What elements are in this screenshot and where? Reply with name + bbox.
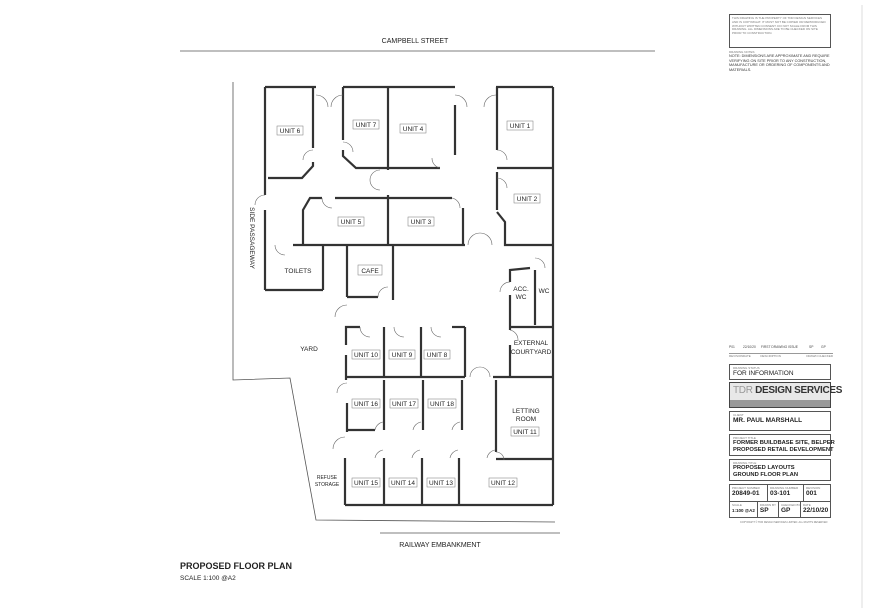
project-box: PROJECT TITLE FORMER BUILDBASE SITE, BEL… [729,434,835,456]
drawing-title-box: DRAWING TITLE PROPOSED LAYOUTS GROUND FL… [729,459,831,481]
side-passageway-label: SIDE PASSAGEWAY [248,207,255,269]
project-label: PROJECT TITLE [733,436,756,440]
logo-name: DESIGN SERVICES [755,385,843,396]
drawing-notes: DRAWING NOTES NOTE: DIMENSIONS ARE APPRO… [729,50,833,72]
status-value: FOR INFORMATION [733,370,794,377]
courtyard-label-2: COURTYARD [511,349,552,356]
status-label: DRAWING STATUS [733,366,760,370]
revision-value: 001 [806,490,817,497]
unit-6-label: UNIT 6 [280,128,301,135]
unit-5-label: UNIT 5 [341,219,362,226]
unit-10-label: UNIT 10 [354,352,378,359]
rev-checked: GP [821,345,826,349]
checked-value: GP [780,507,791,514]
client-box: CLIENT MR. PAUL MARSHALL [729,411,831,431]
revision-table: P01 22/10/20 FIRST DRAWING ISSUE SP GP R… [729,345,833,358]
notes-heading: DRAWING NOTES [729,50,755,54]
unit-15-label: UNIT 15 [354,480,378,487]
unit-12-label: UNIT 12 [491,480,515,487]
rev-date: 22/10/20 [743,345,756,349]
drawing-label: DRAWING TITLE [733,461,757,465]
checked-header: CHECKED [818,354,833,358]
courtyard-label-1: EXTERNAL [514,340,549,347]
letting-room-label-2: ROOM [516,416,536,423]
cafe-label: CAFE [361,268,379,275]
drawn-label: DRAWN BY [759,503,776,507]
acc-wc-label-2: WC [516,294,527,301]
unit-18-label: UNIT 18 [430,401,454,408]
unit-13-label: UNIT 13 [429,480,453,487]
drawing-line-2: GROUND FLOOR PLAN [733,472,799,478]
campbell-street-label: CAMPBELL STREET [382,38,449,45]
yard-label: YARD [300,346,318,353]
drawn-value: SP [759,507,769,514]
company-logo: TDR DESIGN SERVICES [729,382,842,408]
unit-8-label: UNIT 8 [427,352,448,359]
drawing-number-label: DRAWING NUMBER [770,486,799,490]
copyright-line: COPYRIGHT © TDR DESIGN SERVICES LIMITED.… [740,521,828,524]
date-label: DATE [802,503,811,507]
toilets-label: TOILETS [285,268,313,275]
copyright-notes-box: THIS DRAWING IS THE PROPERTY OF TDR DESI… [729,14,831,48]
room-labels: UNIT 6 UNIT 7 UNIT 4 UNIT 1 UNIT 2 UNIT … [276,119,552,488]
drawing-title: PROPOSED FLOOR PLAN [180,561,293,571]
revision-label: REVISION [806,486,821,490]
door-swings [254,94,546,461]
unit-3-label: UNIT 3 [411,219,432,226]
unit-9-label: UNIT 9 [392,352,413,359]
status-box: DRAWING STATUS FOR INFORMATION [729,364,831,380]
logo-prefix: TDR [733,385,753,396]
unit-16-label: UNIT 16 [354,401,378,408]
unit-14-label: UNIT 14 [391,480,415,487]
drawing-line-1: PROPOSED LAYOUTS [733,465,795,471]
scale-value: 1:100 @A2 [732,508,755,513]
railway-embankment-label: RAILWAY EMBANKMENT [399,542,481,549]
rev-header: REVISION [729,354,744,358]
project-line-1: FORMER BUILDBASE SITE, BELPER [733,440,835,446]
scale-label: SCALE [732,503,742,507]
unit-7-label: UNIT 7 [356,122,377,129]
unit-4-label: UNIT 4 [403,126,424,133]
date-value: 22/10/20 [802,507,829,514]
rev-value: P01 [729,345,735,349]
project-line-2: PROPOSED RETAIL DEVELOPMENT [733,447,834,453]
drawing-number: 03-101 [770,490,791,497]
unit-2-label: UNIT 2 [517,196,538,203]
checked-label: CHECKED BY [780,503,801,507]
walls [263,85,555,507]
refuse-label: REFUSE [317,475,338,481]
client-label: CLIENT [733,413,744,417]
wc-label: WC [539,288,550,295]
unit-11-label: UNIT 11 [513,429,537,436]
drawn-header: DRAWN [806,354,818,358]
letting-room-label-1: LETTING [512,408,539,415]
unit-17-label: UNIT 17 [392,401,416,408]
project-number: 20849-01 [732,490,760,497]
dimensions-note: NOTE: DIMENSIONS ARE APPROXIMATE AND REQ… [729,54,830,72]
storage-label: STORAGE [315,482,340,488]
description-header: DESCRIPTION [760,354,781,358]
acc-wc-label-1: ACC. [513,286,529,293]
drawing-scale: SCALE 1:100 @A2 [180,575,236,582]
rev-drawn: SP [809,345,814,349]
site-boundary [232,82,556,523]
unit-1-label: UNIT 1 [510,123,531,130]
rev-description: FIRST DRAWING ISSUE [761,345,799,349]
notes-text: THIS DRAWING IS THE PROPERTY OF TDR DESI… [732,16,826,36]
client-value: MR. PAUL MARSHALL [733,417,803,424]
project-number-label: PROJECT NUMBER [732,486,760,490]
date-header: DATE [743,354,751,358]
